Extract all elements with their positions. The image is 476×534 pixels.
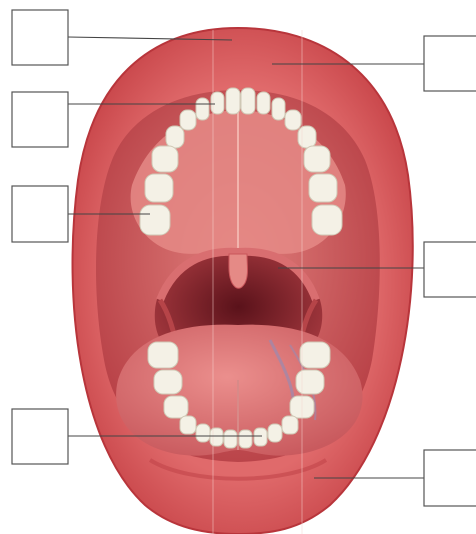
label-box-molars[interactable] <box>12 186 68 242</box>
label-box-upper-frenulum[interactable] <box>424 36 476 91</box>
label-box-lower-teeth[interactable] <box>12 409 68 464</box>
label-box-incisors[interactable] <box>12 92 68 147</box>
label-box-lower-lip[interactable] <box>424 450 476 506</box>
label-box-upper-lip[interactable] <box>12 10 68 65</box>
uvula <box>229 254 248 288</box>
label-box-uvula[interactable] <box>424 242 476 297</box>
